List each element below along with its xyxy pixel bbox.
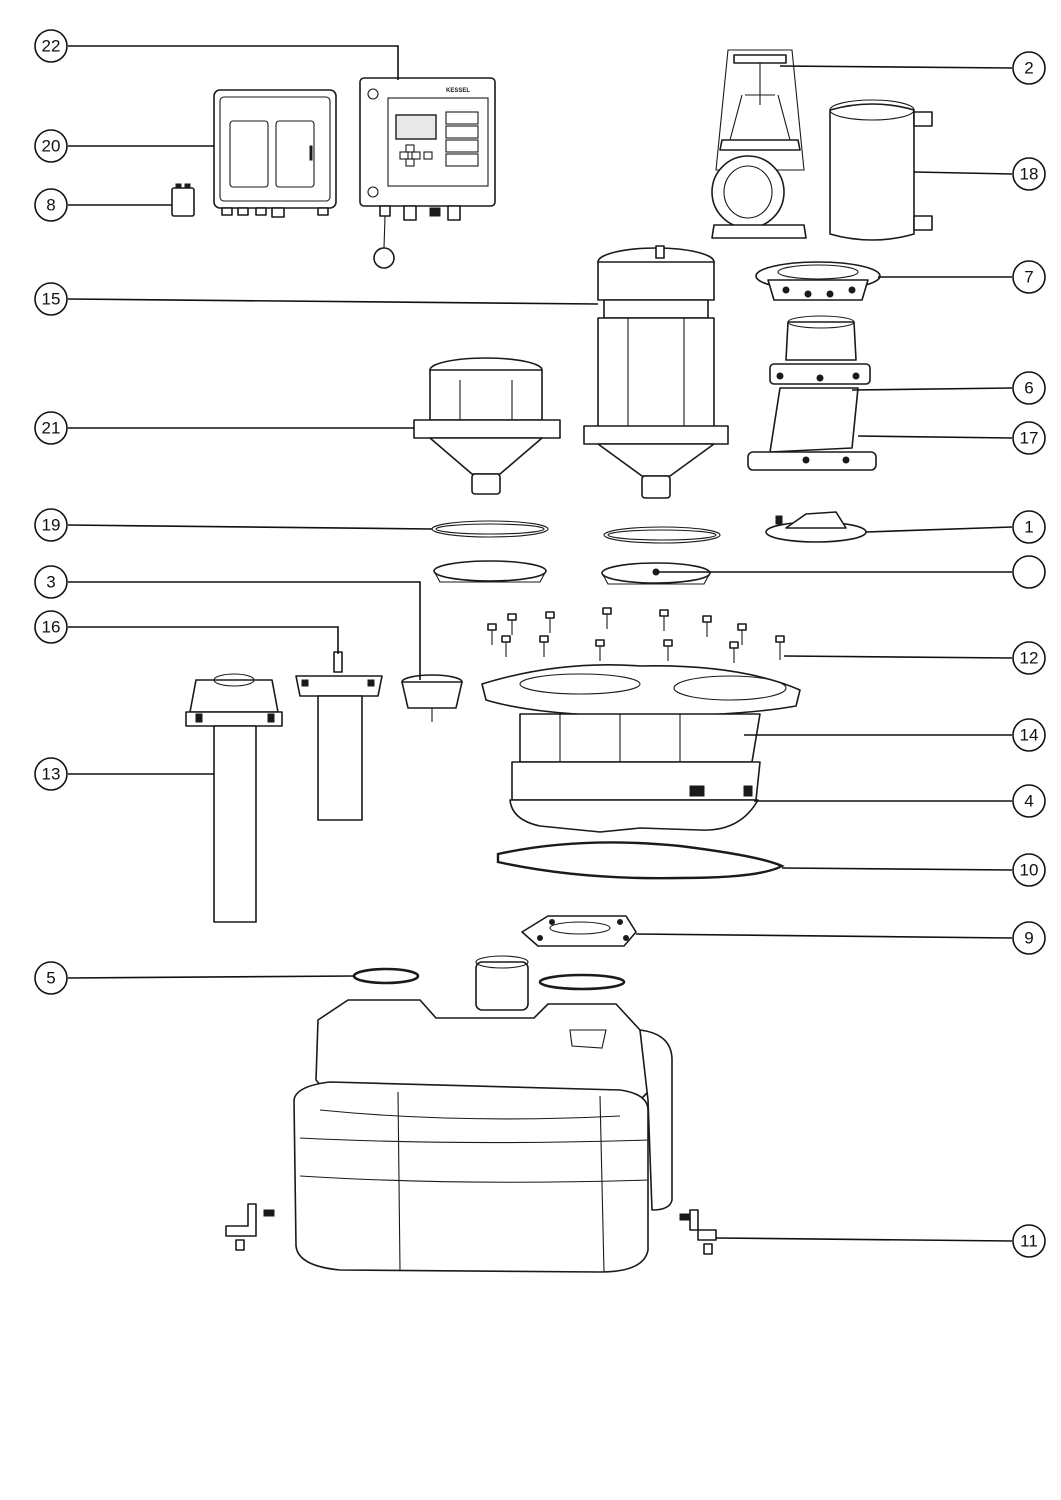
callout-22-label: 22: [42, 37, 61, 56]
part-5-seal-rings: [352, 967, 626, 991]
callout-17-label: 17: [1020, 429, 1039, 448]
part-11-brackets: [225, 1203, 717, 1255]
callout-8-label: 8: [46, 196, 55, 215]
part-12-screws: [487, 607, 785, 663]
callout-11-label: 11: [1020, 1232, 1038, 1251]
callout-14: 14: [1012, 718, 1046, 752]
callout-1: 1: [1012, 510, 1046, 544]
callout-12-label: 12: [1020, 649, 1039, 668]
callout-5-label: 5: [46, 969, 55, 988]
callout-16: 16: [34, 610, 68, 644]
part-7-flange: [755, 261, 881, 301]
part-19-seal-rings: [431, 520, 721, 544]
callout-15-label: 15: [42, 290, 61, 309]
callout-18-label: 18: [1020, 165, 1039, 184]
part-2-gate-valve: [711, 49, 807, 239]
cover-plates: [433, 560, 711, 585]
part-21-pump: [413, 357, 561, 495]
callout-19-label: 19: [42, 516, 61, 535]
callouts: 22 20 8 15 21 19 3 16: [34, 29, 1046, 1258]
controller-brand-label: KESSEL: [446, 88, 470, 94]
callout-21-label: 21: [42, 419, 61, 438]
callout-14-label: 14: [1020, 726, 1039, 745]
callout-12: 12: [1012, 641, 1046, 675]
callout-18: 18: [1012, 157, 1046, 191]
callout-10: 10: [1012, 853, 1046, 887]
callout-3: 3: [34, 565, 68, 599]
part-9-inspection-cover: [521, 915, 637, 947]
callout-1-label: 1: [1024, 518, 1033, 537]
callout-13: 13: [34, 757, 68, 791]
callout-3-label: 3: [46, 573, 55, 592]
part-8-battery: [171, 183, 195, 217]
leader-lines: [67, 45, 1013, 1242]
part-14-pump-housing: [481, 664, 801, 763]
callout-7-label: 7: [1024, 268, 1033, 287]
part-10-large-seal: [496, 841, 785, 880]
callout-2: 2: [1012, 51, 1046, 85]
part-18-pipe-sleeve: [829, 99, 933, 241]
callout-6-label: 6: [1024, 379, 1033, 398]
callout-10-label: 10: [1020, 861, 1039, 880]
part-6-check-valve: [747, 315, 877, 471]
callout-15: 15: [34, 282, 68, 316]
callout-20: 20: [34, 129, 68, 163]
callout-4-label: 4: [1024, 792, 1033, 811]
callout-4: 4: [1012, 784, 1046, 818]
callout-17: 17: [1012, 421, 1046, 455]
callout-9: 9: [1012, 921, 1046, 955]
callout-22: 22: [34, 29, 68, 63]
callout-11: 11: [1012, 1224, 1046, 1258]
callout-20-label: 20: [42, 137, 61, 156]
part-3-fitting: [401, 674, 463, 722]
part-16-pipe-with-sensor: [295, 651, 383, 821]
callout-8: 8: [34, 188, 68, 222]
collection-tank: [293, 955, 673, 1273]
callout-5: 5: [34, 961, 68, 995]
part-4-pump-base: [509, 761, 761, 833]
callout-13-label: 13: [42, 765, 61, 784]
callout-7: 7: [1012, 260, 1046, 294]
callout-19: 19: [34, 508, 68, 542]
part-15-pump: [583, 245, 729, 499]
callout-21: 21: [34, 411, 68, 445]
callout-2-label: 2: [1024, 59, 1033, 78]
part-13-pipe-unit: [185, 673, 283, 923]
callout-9-label: 9: [1024, 929, 1033, 948]
callout-16-label: 16: [42, 618, 61, 637]
part-20-control-cabinet: [213, 89, 337, 218]
part-22-controller: KESSEL: [359, 77, 496, 269]
part-1-cover-fitting: [765, 511, 867, 543]
callout-blank: [1012, 555, 1046, 589]
callout-6: 6: [1012, 371, 1046, 405]
